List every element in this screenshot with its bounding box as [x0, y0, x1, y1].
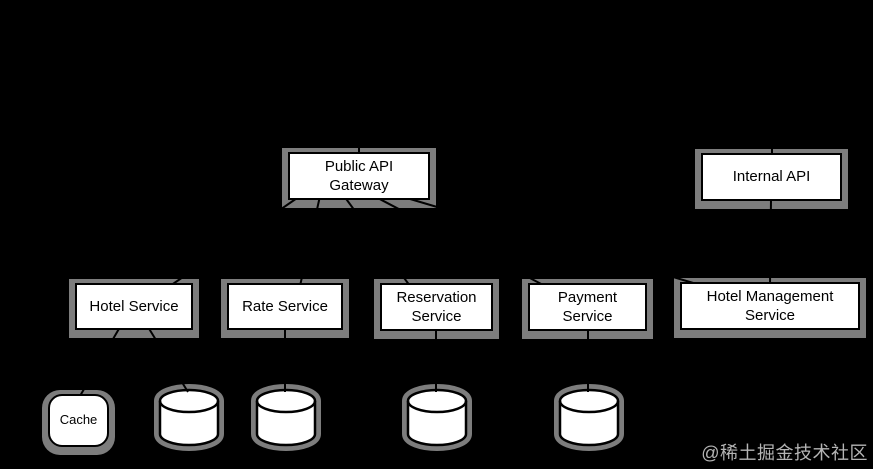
edge-gateway-hotel-service — [169, 195, 301, 287]
node-internal-api: Internal API — [701, 153, 842, 201]
node-hotel-service: Hotel Service — [75, 283, 193, 330]
node-internal-api-label: Internal API — [732, 168, 811, 186]
node-payment-service: Payment Service — [528, 283, 647, 331]
node-rate-service: Rate Service — [227, 283, 343, 330]
edge-gateway-payment-service — [373, 195, 546, 287]
node-reservation-service-label: Reservation Service — [396, 288, 477, 326]
edge-internal-api-hotel-management-service — [769, 198, 772, 286]
node-payment-service-label: Payment Service — [557, 288, 618, 326]
edge-hotel-service-database-1 — [147, 326, 189, 393]
node-hotel-management-service-label: Hotel Management Service — [706, 287, 834, 325]
edge-gateway-rate-service — [299, 195, 321, 287]
database-cylinder-2 — [251, 384, 321, 451]
node-rate-service-label: Rate Service — [242, 297, 328, 315]
database-cylinder-3 — [402, 384, 472, 451]
watermark: @稀土掘金技术社区 — [701, 443, 868, 463]
node-cache-label: Cache — [59, 412, 98, 428]
edge-gateway-hotel-management-service — [399, 195, 701, 286]
edge-hotel-service-cache — [79, 326, 121, 397]
node-cache: Cache — [48, 394, 109, 447]
edge-gateway-reservation-service — [343, 195, 411, 287]
node-hotel-service-label: Hotel Service — [89, 297, 179, 315]
database-cylinder-4 — [554, 384, 624, 451]
database-cylinder-1 — [154, 384, 224, 451]
node-hotel-management-service: Hotel Management Service — [680, 282, 860, 330]
node-reservation-service: Reservation Service — [380, 283, 493, 331]
node-public-api-gateway-label: Public API Gateway — [324, 157, 394, 195]
node-public-api-gateway: Public API Gateway — [288, 152, 430, 200]
